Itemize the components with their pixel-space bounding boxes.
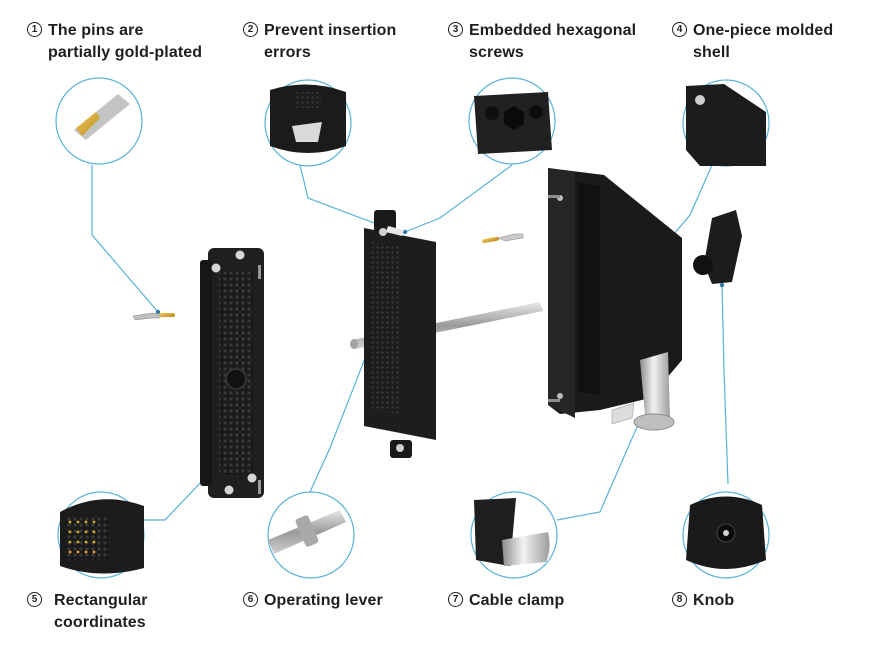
callout-4-one-piece-molded-shell: 4 One-piece molded shell [672, 20, 833, 64]
callout-text: Knob [693, 592, 735, 609]
leader-line-1 [91, 165, 159, 313]
callout-text: Embedded hexagonal screws [469, 22, 637, 61]
callout-6-operating-lever: 6 Operating lever [243, 590, 383, 612]
detail-inset-6-lever [267, 491, 355, 579]
leader-line-6 [309, 342, 372, 493]
leader-line-8 [721, 284, 729, 485]
callout-number: 6 [243, 592, 258, 607]
leader-dot-8 [719, 282, 725, 288]
callout-text: Prevent insertion errors [264, 22, 397, 61]
callout-number: 8 [672, 592, 687, 607]
leader-dot-3 [402, 229, 408, 235]
callout-1-pins-gold-plated: 1 The pins are partially gold-plated [27, 20, 202, 64]
connector-insert-part [200, 248, 264, 498]
callout-number: 3 [448, 22, 463, 37]
callout-3-embedded-hexagonal-screws: 3 Embedded hexagonal screws [448, 20, 636, 64]
callout-text: Rectangular coordinates [54, 592, 148, 631]
callout-8-knob: 8 Knob [672, 590, 734, 612]
contact-pin-left [132, 312, 175, 321]
callout-number: 4 [672, 22, 687, 37]
callout-7-cable-clamp: 7 Cable clamp [448, 590, 564, 612]
callout-number: 7 [448, 592, 463, 607]
contact-pin-middle [482, 233, 524, 244]
cable-clamp-part [611, 352, 675, 431]
callout-number: 5 [27, 592, 42, 607]
detail-inset-5-grid [57, 491, 145, 579]
callout-5-rectangular-coordinates: 5 Rectangular coordinates [27, 590, 148, 634]
detail-inset-2-keying [264, 79, 352, 167]
callout-text: Cable clamp [469, 592, 565, 609]
callout-text: Operating lever [264, 592, 383, 609]
detail-inset-4-shell [682, 79, 770, 167]
callout-text: One-piece molded shell [693, 22, 834, 61]
callout-number: 2 [243, 22, 258, 37]
detail-inset-3-hex-screws [468, 77, 556, 165]
callout-text: The pins are partially gold-plated [48, 22, 203, 61]
leader-line-3 [404, 164, 513, 233]
molded-shell-part [548, 168, 682, 418]
connector-frame-part [364, 210, 436, 458]
callout-number: 1 [27, 22, 42, 37]
leader-dot-1 [155, 309, 161, 315]
callout-2-prevent-insertion-errors: 2 Prevent insertion errors [243, 20, 396, 64]
leader-line-7 [556, 419, 641, 521]
detail-inset-1-pin [55, 77, 143, 165]
detail-inset-7-clamp [470, 491, 558, 579]
leader-line-2 [299, 164, 399, 233]
detail-inset-8-knob [682, 491, 770, 579]
knob-part [693, 210, 742, 284]
